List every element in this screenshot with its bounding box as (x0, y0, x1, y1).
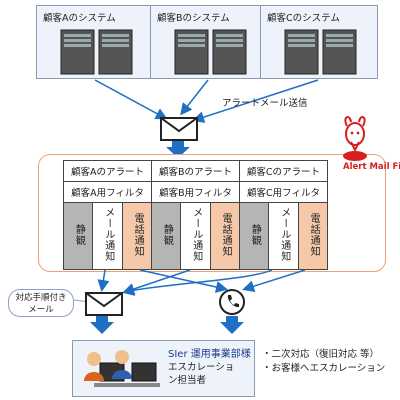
team-name: SIer 運用事業部様 (168, 349, 251, 360)
filter-header: 顧客B用フィルタ (151, 181, 240, 203)
system-title: 顧客Cのシステム (267, 13, 340, 24)
alert-header: 顧客Cのアラート (239, 160, 328, 182)
notes-list: ・二次対応（復旧対応 等） ・お客様へエスカレーション (262, 348, 385, 376)
filter-table: 顧客Aのアラート 顧客Bのアラート 顧客Cのアラート 顧客A用フィルタ 顧客B用… (62, 160, 329, 270)
arrow-a-to-mail (94, 79, 168, 120)
team-role: エスカレーション担当者 (168, 362, 235, 386)
filter-header: 顧客A用フィルタ (63, 181, 152, 203)
send-label: アラートメール送信 (222, 98, 308, 109)
note-item: ・お客様へエスカレーション (262, 363, 386, 374)
server-icon (173, 28, 249, 76)
action-cell-mail: メール通知 (180, 202, 211, 270)
action-cell-phone: 電話通知 (297, 202, 329, 270)
alert-header: 顧客Aのアラート (63, 160, 152, 182)
block-arrow-down (90, 316, 114, 334)
operator-icon (78, 345, 163, 397)
arrow-c-phone (242, 269, 306, 293)
server-icon (283, 28, 359, 76)
block-arrow-down (220, 316, 244, 334)
system-title: 顧客Bのシステム (157, 13, 230, 24)
action-cell-mail: メール通知 (268, 202, 299, 270)
filter-header: 顧客C用フィルタ (239, 181, 328, 203)
envelope-icon (160, 117, 198, 145)
arrow-a-mail (97, 269, 110, 292)
callout-text: 対応手順付きメール (15, 293, 67, 315)
phone-icon (218, 288, 246, 320)
lower-arrows (73, 269, 306, 334)
action-cell-mail: メール通知 (92, 202, 123, 270)
action-cell-ignore: 静観 (62, 202, 94, 270)
arrow-a-phone (139, 269, 228, 293)
action-cell-phone: 電話通知 (209, 202, 241, 270)
alert-header: 顧客Bのアラート (151, 160, 240, 182)
logo-text: Alert Mail Filter (343, 162, 400, 172)
callout-bubble: 対応手順付きメール (8, 289, 74, 317)
envelope-icon (85, 292, 123, 320)
system-box-b: 顧客Bのシステム (150, 5, 268, 79)
arrow-c-to-mail (192, 79, 319, 123)
system-title: 顧客Aのシステム (43, 13, 116, 24)
arrow-c-mail (122, 269, 273, 296)
action-cell-ignore: 静観 (150, 202, 182, 270)
note-item: ・二次対応（復旧対応 等） (262, 349, 380, 360)
action-cell-phone: 電話通知 (121, 202, 153, 270)
goat-logo-icon (338, 112, 372, 166)
action-cell-ignore: 静観 (238, 202, 270, 270)
server-icon (59, 28, 135, 76)
upper-arrows (94, 79, 319, 158)
arrow-b-to-mail (180, 79, 209, 116)
arrow-b-mail (122, 269, 191, 295)
system-box-c: 顧客Cのシステム (260, 5, 378, 79)
system-box-a: 顧客Aのシステム (36, 5, 154, 79)
block-arrow-down (166, 140, 190, 158)
